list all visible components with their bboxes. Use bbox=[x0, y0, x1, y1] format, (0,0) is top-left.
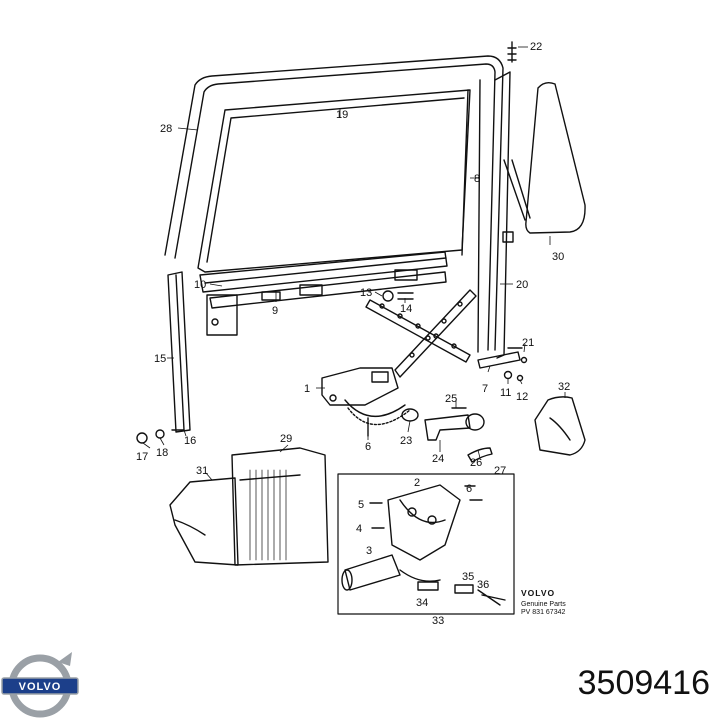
door-trim-section bbox=[169, 477, 239, 566]
callout-9: 9 bbox=[272, 305, 278, 317]
callout-7: 7 bbox=[482, 383, 488, 395]
inset-callout-4: 4 bbox=[356, 523, 362, 535]
part-number: 3509416 bbox=[577, 664, 710, 702]
stamp-line2: PV 831 67342 bbox=[521, 609, 565, 616]
volvo-logo-icon: VOLVO bbox=[1, 652, 79, 718]
handle-bezel bbox=[534, 396, 586, 456]
regulator-arm bbox=[365, 299, 471, 363]
inset-callout-6: 6 bbox=[466, 483, 472, 495]
callout-18: 18 bbox=[156, 447, 168, 459]
rear-channel bbox=[461, 71, 511, 359]
callout-12: 12 bbox=[516, 391, 528, 403]
stamp-brand: VOLVO bbox=[521, 588, 555, 598]
callout-11: 11 bbox=[500, 387, 511, 399]
insulation-panel bbox=[231, 447, 329, 566]
callout-14: 14 bbox=[400, 303, 412, 315]
callout-31: 31 bbox=[196, 465, 208, 477]
callout-29: 29 bbox=[280, 433, 292, 445]
callout-25: 25 bbox=[445, 393, 457, 405]
callout-23: 23 bbox=[400, 435, 412, 447]
callout-15: 15 bbox=[154, 353, 166, 365]
stamp-line1: Genuine Parts bbox=[521, 601, 566, 608]
callout-21: 21 bbox=[522, 337, 534, 349]
window-glass bbox=[197, 89, 471, 273]
logo-text: VOLVO bbox=[19, 681, 62, 693]
inset-callout-36: 36 bbox=[477, 579, 489, 591]
power-regulator bbox=[387, 484, 461, 561]
inset-callout-34: 34 bbox=[416, 597, 428, 609]
callout-8: 8 bbox=[474, 173, 480, 185]
callout-19: 19 bbox=[336, 109, 348, 121]
door-frame-seal bbox=[164, 55, 504, 351]
callout-32: 32 bbox=[558, 381, 570, 393]
window-crank bbox=[424, 414, 471, 441]
glass-rail bbox=[199, 251, 448, 293]
inset-frame bbox=[337, 473, 515, 615]
callout-26: 26 bbox=[470, 457, 482, 469]
motor bbox=[344, 554, 401, 591]
callout-27: 27 bbox=[494, 465, 506, 477]
callout-28: 28 bbox=[160, 123, 172, 135]
callout-30: 30 bbox=[552, 251, 564, 263]
regulator-arm-2 bbox=[394, 289, 477, 378]
quarter-glass bbox=[525, 81, 586, 234]
regulator-body bbox=[321, 367, 399, 406]
callout-24: 24 bbox=[432, 453, 444, 465]
callout-1: 1 bbox=[304, 383, 310, 395]
callout-10: 10 bbox=[194, 279, 206, 291]
callout-17: 17 bbox=[136, 451, 148, 463]
callout-20: 20 bbox=[516, 279, 528, 291]
callout-6: 6 bbox=[365, 441, 371, 453]
inset-callout-5: 5 bbox=[358, 499, 364, 511]
inset-callout-35: 35 bbox=[462, 571, 474, 583]
callout-22: 22 bbox=[530, 41, 542, 53]
inset-callout-2: 2 bbox=[414, 477, 420, 489]
inset-callout-3: 3 bbox=[366, 545, 372, 557]
genuine-parts-stamp: VOLVO Genuine Parts PV 831 67342 bbox=[521, 588, 566, 616]
inset-callout-33: 33 bbox=[432, 615, 444, 627]
callout-13: 13 bbox=[360, 287, 372, 299]
callout-16: 16 bbox=[184, 435, 196, 447]
front-channel bbox=[167, 271, 191, 433]
